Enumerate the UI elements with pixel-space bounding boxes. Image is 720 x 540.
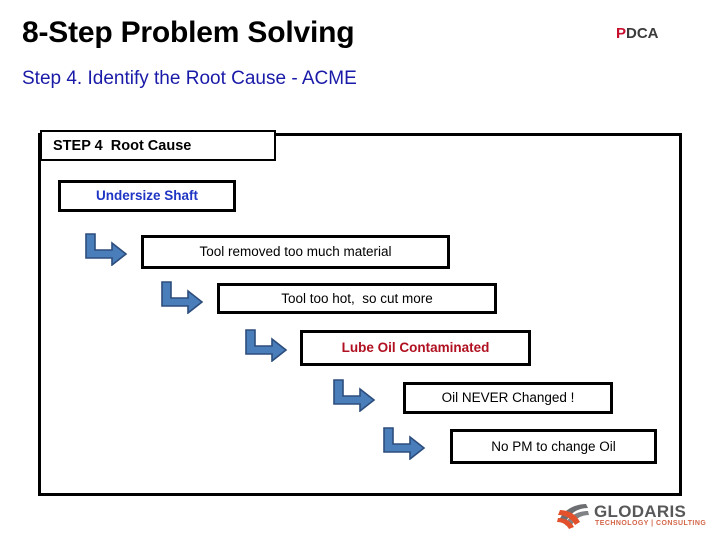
company-logo: GLODARIS TECHNOLOGY | CONSULTING xyxy=(556,500,708,534)
pdca-marker: PDCA xyxy=(616,25,659,42)
glodaris-swoosh-icon xyxy=(556,501,592,531)
cause-label-1: Tool removed too much material xyxy=(199,244,392,260)
cause-label-3: Lube Oil Contaminated xyxy=(341,340,490,356)
pdca-dca-letters: DCA xyxy=(626,25,659,42)
cause-box-1: Tool removed too much material xyxy=(141,235,450,269)
step-label-text: STEP 4 Root Cause xyxy=(53,137,192,154)
page-subtitle: Step 4. Identify the Root Cause - ACME xyxy=(22,68,357,89)
logo-wordmark: GLODARIS xyxy=(594,502,687,521)
root-cause-box: Undersize Shaft xyxy=(58,180,236,212)
logo-tagline: TECHNOLOGY | CONSULTING xyxy=(595,520,707,527)
elbow-arrow-icon xyxy=(330,378,378,413)
elbow-arrow-icon xyxy=(380,426,428,461)
pdca-p-letter: P xyxy=(616,25,627,42)
cause-box-5: No PM to change Oil xyxy=(450,429,657,464)
cause-label-4: Oil NEVER Changed ! xyxy=(441,390,575,406)
elbow-arrow-icon xyxy=(82,232,130,267)
cause-box-3: Lube Oil Contaminated xyxy=(300,330,531,366)
cause-box-4: Oil NEVER Changed ! xyxy=(403,382,613,414)
cause-box-2: Tool too hot, so cut more xyxy=(217,283,497,314)
step-label-box: STEP 4 Root Cause xyxy=(40,130,276,161)
root-cause-label: Undersize Shaft xyxy=(95,188,199,204)
elbow-arrow-icon xyxy=(242,328,290,363)
cause-label-2: Tool too hot, so cut more xyxy=(281,290,433,306)
cause-label-5: No PM to change Oil xyxy=(491,438,616,454)
elbow-arrow-icon xyxy=(158,280,206,315)
page-title: 8-Step Problem Solving xyxy=(22,16,355,49)
